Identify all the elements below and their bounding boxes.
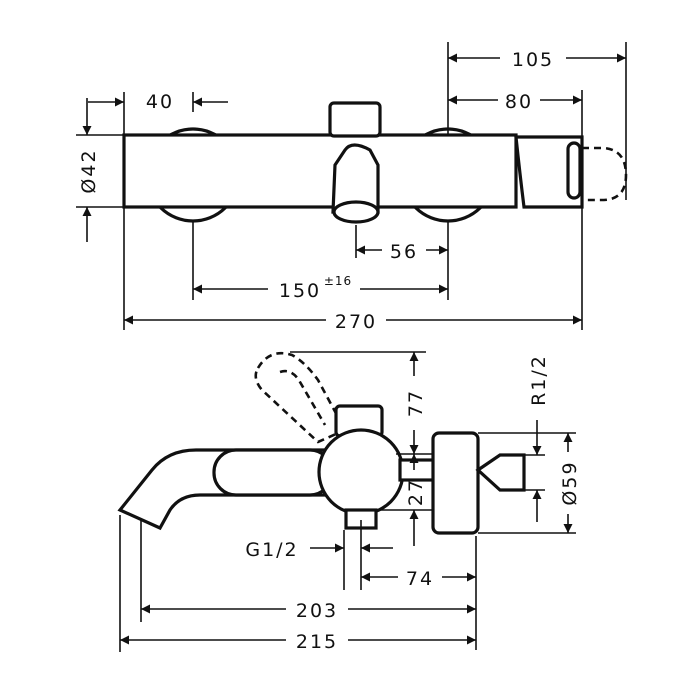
lever-raised-outline: [254, 351, 347, 444]
end-cap: [514, 135, 584, 209]
side-view: 77 27 R1/2 Ø59 G1/2 74 203 215: [117, 351, 581, 653]
dim-g12: G1/2: [245, 539, 298, 561]
connector: [398, 458, 436, 482]
spout-outlet: [332, 200, 380, 224]
dim-203: 203: [296, 600, 338, 622]
dim-270: 270: [335, 311, 377, 333]
hand-shower-outline: [582, 146, 628, 202]
dim-diameter-42: Ø42: [78, 148, 100, 193]
diverter-knob: [328, 101, 382, 138]
dim-150-tolerance: ±16: [324, 274, 352, 288]
wall-flange: [431, 431, 480, 535]
dim-r12: R1/2: [528, 354, 550, 406]
dim-74: 74: [406, 568, 434, 590]
dim-27: 27: [405, 478, 427, 506]
dim-105: 105: [512, 49, 554, 71]
dim-diameter-59: Ø59: [559, 460, 581, 505]
dim-56: 56: [390, 241, 418, 263]
dim-215: 215: [296, 631, 338, 653]
mixer-body: [122, 133, 518, 209]
dim-77: 77: [405, 389, 427, 417]
top-view: 105 80 40 Ø42 56 150 ±16 270: [76, 42, 628, 333]
wall-nut: [475, 453, 526, 492]
dim-80: 80: [505, 91, 533, 113]
lever-slot: [212, 448, 334, 497]
end-cap-slot: [566, 141, 582, 200]
dim-40: 40: [146, 91, 174, 113]
valve-body: [317, 428, 405, 516]
dim-150: 150: [279, 280, 321, 302]
